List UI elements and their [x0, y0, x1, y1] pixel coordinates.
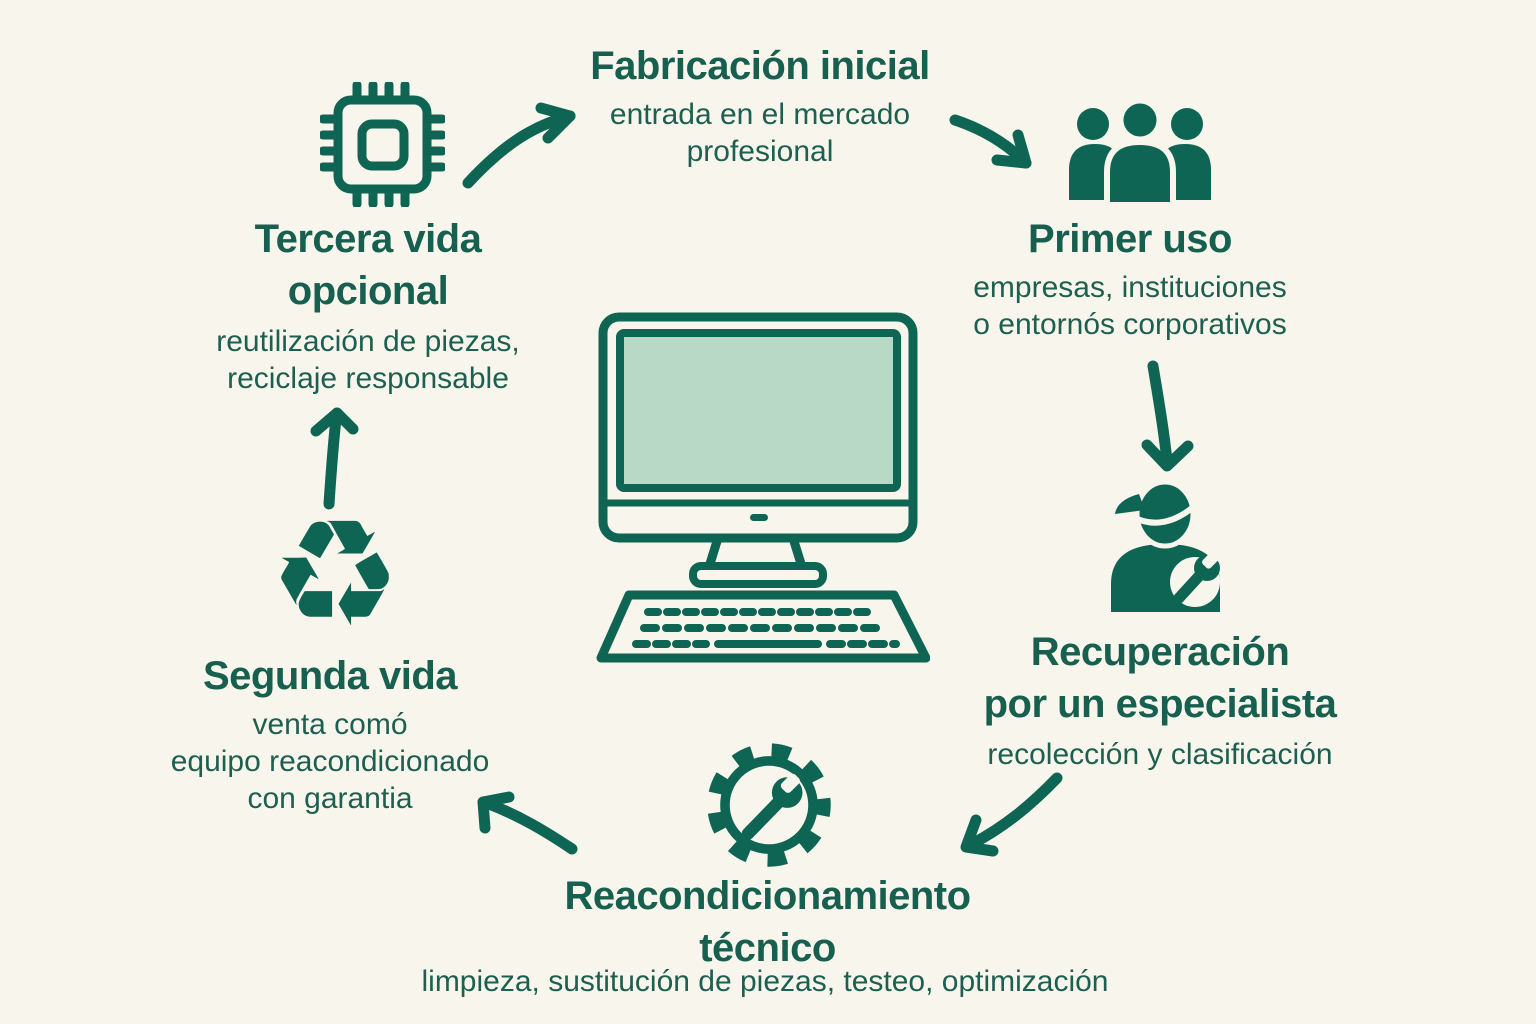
stage-primer-uso: Primer uso empresas, instituciones o ent… [950, 213, 1310, 343]
stage-title-line: Recuperación [1030, 630, 1290, 674]
stage-title-line: técnico [699, 926, 836, 970]
stage-reacondicionamiento-subtitle: limpieza, sustitución de piezas, testeo,… [365, 963, 1165, 1000]
arrow-tercera-to-fabricacion [462, 102, 576, 189]
people-icon [1055, 100, 1225, 205]
arrow-primer-uso-to-recuperacion [1141, 360, 1194, 472]
chip-icon [320, 82, 445, 207]
stage-segunda-vida: Segunda vida venta comó equipo reacondic… [130, 650, 530, 818]
stage-subtitle-line: reutilización de piezas, [216, 325, 520, 358]
stage-fabricacion-inicial: Fabricación inicial entrada en el mercad… [555, 40, 965, 170]
stage-subtitle-line: equipo reacondicionado [170, 745, 490, 779]
stage-title-line: Reacondicionamiento [564, 874, 971, 918]
gear-wrench-icon [702, 738, 836, 872]
stage-subtitle-line: profesional [686, 135, 834, 169]
stage-subtitle-line: venta comó [252, 708, 408, 741]
monitor-base [689, 562, 827, 588]
arrow-recuperacion-to-reacondicionamiento [960, 772, 1063, 857]
stage-subtitle-line: recolección y clasificación [987, 738, 1333, 771]
arrow-fabricacion-to-primer-uso [949, 114, 1032, 169]
stage-subtitle-line: con garantia [247, 782, 413, 816]
arrow-reacondicionamiento-to-segunda [477, 791, 578, 855]
stage-tercera-vida: Tercera vida opcional reutilización de p… [158, 213, 578, 397]
technician-icon [1103, 480, 1228, 615]
desktop-computer-icon [590, 305, 930, 665]
stage-subtitle-line: empresas, instituciones [973, 271, 1287, 304]
monitor-logo-dash [750, 514, 768, 521]
stage-title-line: Fabricación inicial [590, 44, 930, 88]
stage-subtitle-line: limpieza, sustitución de piezas, testeo,… [421, 965, 1109, 998]
keyboard-keys [632, 608, 900, 648]
stage-title-line: Segunda vida [202, 654, 458, 698]
arrow-segunda-to-tercera [310, 407, 359, 510]
stage-title-line: opcional [287, 269, 449, 313]
stage-subtitle-line: o entornós corporativos [973, 308, 1287, 342]
stage-subtitle-line: reciclaje responsable [227, 362, 509, 396]
stage-title-line: Tercera vida [254, 217, 482, 261]
stage-recuperacion: Recuperación por un especialista recolec… [935, 626, 1385, 773]
stage-reacondicionamiento: Reacondicionamiento técnico [540, 870, 995, 974]
stage-subtitle-line: entrada en el mercado [609, 98, 911, 131]
stage-title-line: Primer uso [1028, 217, 1232, 261]
recycle-icon: ♻ [268, 488, 402, 660]
stage-title-line: por un especialista [983, 682, 1337, 726]
monitor-screen [616, 329, 901, 492]
